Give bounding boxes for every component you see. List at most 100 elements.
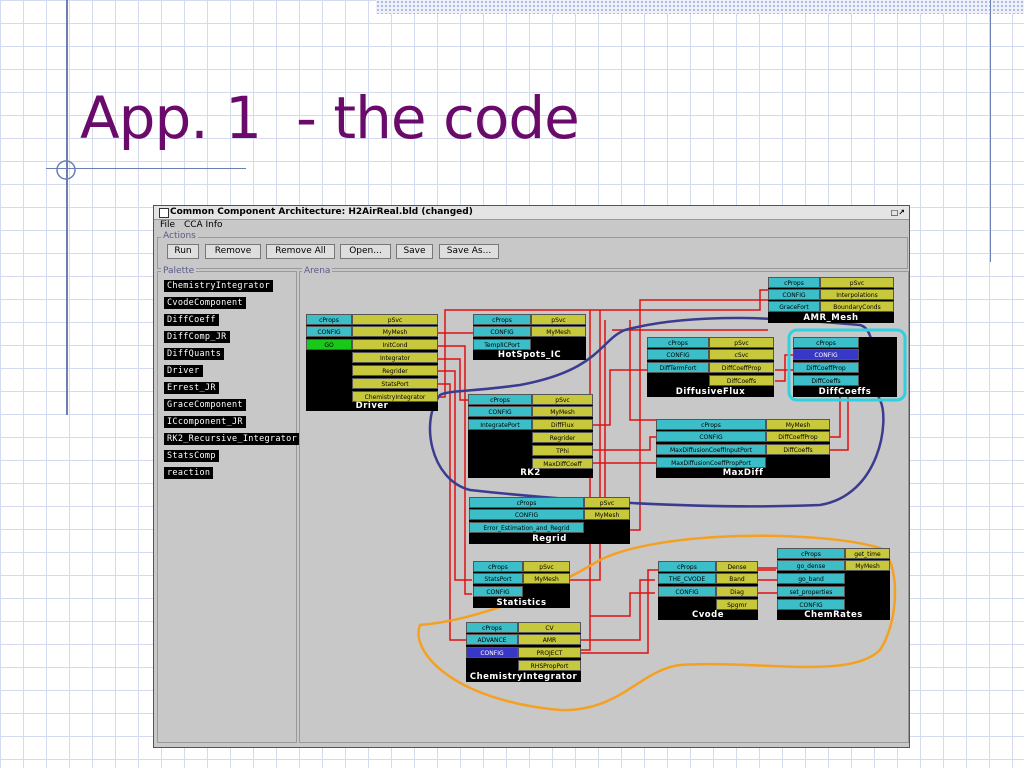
component-regrid[interactable]: cProps pSvc CONFIG MyMesh Error_Estimati… bbox=[469, 497, 630, 544]
port-mymesh[interactable]: MyMesh bbox=[766, 419, 830, 430]
palette-item-cvodecomponent[interactable]: CvodeComponent bbox=[164, 297, 246, 309]
palette-item-diffcomp-jr[interactable]: DiffComp_JR bbox=[164, 331, 230, 343]
port-psvc[interactable]: pSvc bbox=[532, 394, 593, 405]
port-cprops[interactable]: cProps bbox=[647, 337, 709, 348]
maximize-icon[interactable]: □↗ bbox=[890, 208, 905, 217]
port-csvc[interactable]: cSvc bbox=[709, 349, 774, 360]
port-maxdiffusioncoeffpropport[interactable]: MaxDiffusionCoeffPropPort bbox=[656, 457, 766, 468]
port-difftermfort[interactable]: DiffTermFort bbox=[647, 362, 709, 373]
port-statsport[interactable]: StatsPort bbox=[352, 378, 438, 389]
port-diffcoeffs[interactable]: DiffCoeffs bbox=[793, 375, 859, 386]
component-diffusiveflux[interactable]: cProps pSvc CONFIG cSvc DiffTermFort Dif… bbox=[647, 337, 774, 397]
port-rhspropport[interactable]: RHSPropPort bbox=[518, 660, 581, 671]
palette-item-iccomponent-jr[interactable]: ICcomponent_JR bbox=[164, 416, 246, 428]
palette-item-rk2-recursive-integrator[interactable]: RK2_Recursive_Integrator bbox=[164, 433, 301, 445]
port-diffcoeffprop[interactable]: DiffCoeffProp bbox=[766, 431, 830, 442]
palette-item-diffcoeff[interactable]: DiffCoeff bbox=[164, 314, 219, 326]
save-as-button[interactable]: Save As... bbox=[439, 244, 499, 259]
port-spgmr[interactable]: Spgmr bbox=[716, 599, 758, 610]
port-config[interactable]: CONFIG bbox=[647, 349, 709, 360]
port-cprops[interactable]: cProps bbox=[777, 548, 845, 559]
palette-item-gracecomponent[interactable]: GraceComponent bbox=[164, 399, 246, 411]
port-boundaryconds[interactable]: BoundaryConds bbox=[820, 301, 894, 312]
port-maxdiffusioncoeffinputport[interactable]: MaxDiffusionCoeffInputPort bbox=[656, 444, 766, 455]
port-diffcoeffs[interactable]: DiffCoeffs bbox=[766, 444, 830, 455]
component-statistics[interactable]: cProps pSvc StatsPort MyMesh CONFIG Stat… bbox=[473, 561, 570, 608]
port-diag[interactable]: Diag bbox=[716, 586, 758, 597]
port-cprops[interactable]: cProps bbox=[466, 622, 518, 633]
port-config[interactable]: CONFIG bbox=[468, 406, 532, 417]
component-hotspots-ic[interactable]: cProps pSvc CONFIG MyMesh TemplICPort Ho… bbox=[473, 314, 586, 360]
port-go-band[interactable]: go_band bbox=[777, 573, 845, 584]
port-config[interactable]: CONFIG bbox=[473, 586, 523, 597]
component-maxdiff[interactable]: cProps MyMesh CONFIG DiffCoeffProp MaxDi… bbox=[656, 419, 830, 478]
component-cvode[interactable]: cProps Dense THE_CVODE Band CONFIG Diag … bbox=[658, 561, 758, 620]
palette-item-chemistryintegrator[interactable]: ChemistryIntegrator bbox=[164, 280, 273, 292]
port-diffcoeffprop[interactable]: DiffCoeffProp bbox=[793, 362, 859, 373]
port-project[interactable]: PROJECT bbox=[518, 647, 581, 658]
palette-item-errest-jr[interactable]: Errest_JR bbox=[164, 382, 219, 394]
port-integrator[interactable]: Integrator bbox=[352, 352, 438, 363]
component-chemistryintegrator[interactable]: cProps CV ADVANCE AMR CONFIG PROJECT RHS… bbox=[466, 622, 581, 682]
port-amr[interactable]: AMR bbox=[518, 634, 581, 645]
port-diffcoeffprop[interactable]: DiffCoeffProp bbox=[709, 362, 774, 373]
port-band[interactable]: Band bbox=[716, 573, 758, 584]
port-cprops[interactable]: cProps bbox=[306, 314, 352, 325]
port-initcond[interactable]: InitCond bbox=[352, 339, 438, 350]
run-button[interactable]: Run bbox=[167, 244, 199, 259]
component-amr-mesh[interactable]: cProps pSvc CONFIG Interpolations GraceF… bbox=[768, 277, 894, 323]
palette-item-statscomp[interactable]: StatsComp bbox=[164, 450, 219, 462]
port-dense[interactable]: Dense bbox=[716, 561, 758, 572]
port-psvc[interactable]: pSvc bbox=[709, 337, 774, 348]
port-config[interactable]: CONFIG bbox=[658, 586, 716, 597]
port-diffcoeffs[interactable]: DiffCoeffs bbox=[709, 375, 774, 386]
port-cprops[interactable]: cProps bbox=[793, 337, 859, 348]
component-diffcoeffs[interactable]: cProps CONFIG DiffCoeffProp DiffCoeffs D… bbox=[793, 337, 897, 397]
save-button[interactable]: Save bbox=[396, 244, 433, 259]
port-maxdiffcoeff[interactable]: MaxDiffCoeff bbox=[532, 458, 593, 469]
menu-cca-info[interactable]: CCA Info bbox=[183, 220, 223, 230]
port-psvc[interactable]: pSvc bbox=[584, 497, 630, 508]
port-gracefort[interactable]: GraceFort bbox=[768, 301, 820, 312]
port-mymesh[interactable]: MyMesh bbox=[352, 326, 438, 337]
port-cprops[interactable]: cProps bbox=[473, 561, 523, 572]
port-cprops[interactable]: cProps bbox=[768, 277, 820, 288]
open-button[interactable]: Open... bbox=[340, 244, 391, 259]
port-chemistryintegrator[interactable]: ChemistryIntegrator bbox=[352, 391, 438, 402]
port-regrider[interactable]: Regrider bbox=[532, 432, 593, 443]
port-mymesh[interactable]: MyMesh bbox=[584, 509, 630, 520]
port-error-estimation-and-regrid[interactable]: Error_Estimation_and_Regrid bbox=[469, 522, 584, 533]
palette-item-driver[interactable]: Driver bbox=[164, 365, 203, 377]
port-cprops[interactable]: cProps bbox=[468, 394, 532, 405]
port-cprops[interactable]: cProps bbox=[469, 497, 584, 508]
port-statsport[interactable]: StatsPort bbox=[473, 573, 523, 584]
port-psvc[interactable]: pSvc bbox=[820, 277, 894, 288]
port-config[interactable]: CONFIG bbox=[768, 289, 820, 300]
port-regrider[interactable]: Regrider bbox=[352, 365, 438, 376]
port-config[interactable]: CONFIG bbox=[793, 349, 859, 360]
port-templicport[interactable]: TemplICPort bbox=[473, 339, 531, 350]
port-config[interactable]: CONFIG bbox=[473, 326, 531, 337]
menu-file[interactable]: File bbox=[160, 220, 176, 230]
palette-item-diffquants[interactable]: DiffQuants bbox=[164, 348, 225, 360]
port-config[interactable]: CONFIG bbox=[469, 509, 584, 520]
port-go-dense[interactable]: go_dense bbox=[777, 560, 845, 571]
port-advance[interactable]: ADVANCE bbox=[466, 634, 518, 645]
port-config[interactable]: CONFIG bbox=[306, 326, 352, 337]
port-mymesh[interactable]: MyMesh bbox=[531, 326, 586, 337]
port-get-time[interactable]: get_time bbox=[845, 548, 890, 559]
port-mymesh[interactable]: MyMesh bbox=[523, 573, 570, 584]
port-mymesh[interactable]: MyMesh bbox=[532, 406, 593, 417]
port-cprops[interactable]: cProps bbox=[656, 419, 766, 430]
port-psvc[interactable]: pSvc bbox=[531, 314, 586, 325]
port-interpolations[interactable]: Interpolations bbox=[820, 289, 894, 300]
port-config[interactable]: CONFIG bbox=[656, 431, 766, 442]
port-set-properties[interactable]: set_properties bbox=[777, 586, 845, 597]
remove-all-button[interactable]: Remove All bbox=[266, 244, 335, 259]
component-rk2[interactable]: cProps pSvc CONFIG MyMesh IntegratePort … bbox=[468, 394, 593, 478]
port-psvc[interactable]: pSvc bbox=[352, 314, 438, 325]
component-driver[interactable]: cProps pSvc CONFIG MyMesh GO InitCond In… bbox=[306, 314, 438, 411]
port-mymesh[interactable]: MyMesh bbox=[845, 560, 890, 571]
component-chemrates[interactable]: cProps get_time go_dense MyMesh go_band … bbox=[777, 548, 890, 620]
port-cprops[interactable]: cProps bbox=[658, 561, 716, 572]
